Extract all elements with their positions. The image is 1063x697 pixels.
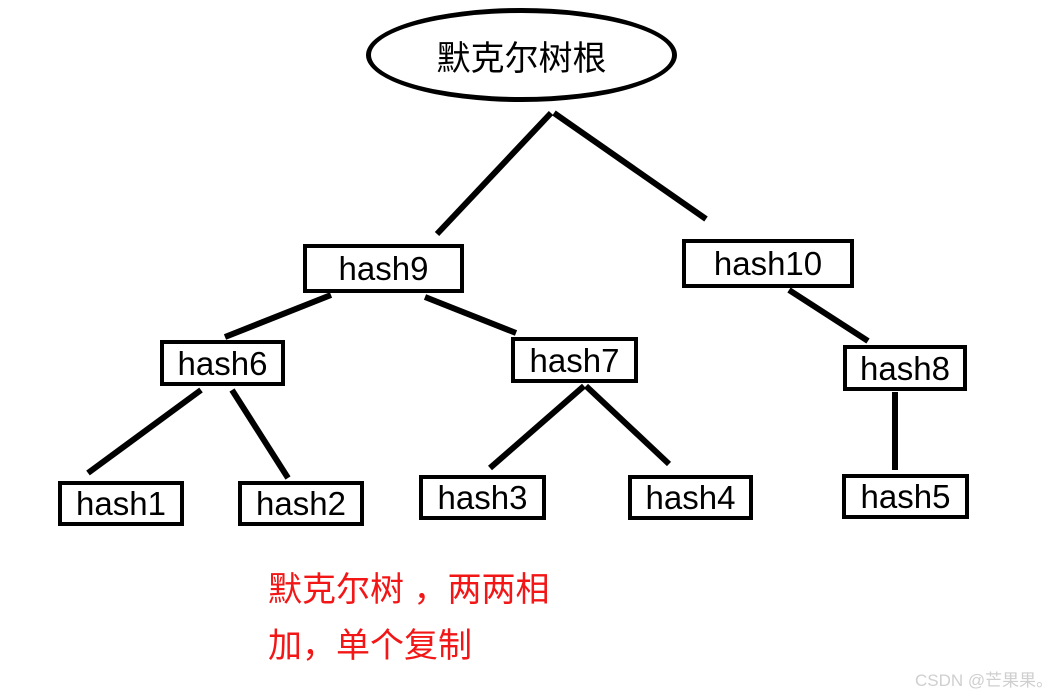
caption-line-2: 加，单个复制 xyxy=(268,627,472,665)
caption-line-1: 默克尔树 ，两两相 xyxy=(268,571,550,609)
edge-hash9-to-hash7 xyxy=(423,294,518,336)
node-hash4-label: hash4 xyxy=(645,479,736,516)
node-hash2: hash2 xyxy=(238,481,364,526)
node-hash1: hash1 xyxy=(58,481,184,526)
node-hash2-label: hash2 xyxy=(256,485,346,522)
watermark: CSDN @芒果果。 xyxy=(915,671,1054,690)
node-hash9: hash9 xyxy=(303,244,464,293)
node-hash4: hash4 xyxy=(628,475,753,520)
node-hash3: hash3 xyxy=(419,475,546,520)
caption-text: 默克尔树 ，两两相加，单个复制 xyxy=(268,562,549,674)
edge-hash10-to-hash8 xyxy=(787,287,870,344)
edge-hash6-to-hash1 xyxy=(86,387,203,476)
node-hash8: hash8 xyxy=(843,345,967,391)
node-hash3-label: hash3 xyxy=(437,479,528,516)
node-hash5-label: hash5 xyxy=(860,478,951,515)
node-hash10: hash10 xyxy=(682,239,854,288)
edge-hash7-to-hash4 xyxy=(583,383,672,467)
node-hash10-label: hash10 xyxy=(713,245,823,282)
node-merkle-root-label: 默克尔树根 xyxy=(436,39,607,78)
node-hash7: hash7 xyxy=(511,337,638,383)
edge-hash9-to-hash6 xyxy=(223,292,333,340)
node-hash6: hash6 xyxy=(160,340,285,386)
node-hash8-label: hash8 xyxy=(860,349,950,387)
node-hash9-label: hash9 xyxy=(338,250,429,287)
node-merkle-root: 默克尔树根 xyxy=(366,8,677,102)
edge-hash7-to-hash3 xyxy=(488,383,586,471)
edge-merkle-root-to-hash9 xyxy=(434,110,554,237)
node-hash5: hash5 xyxy=(842,474,969,519)
edge-merkle-root-to-hash10 xyxy=(552,110,708,222)
edge-hash6-to-hash2 xyxy=(229,388,291,480)
node-hash7-label: hash7 xyxy=(529,341,620,379)
node-hash1-label: hash1 xyxy=(76,485,166,522)
node-hash6-label: hash6 xyxy=(177,344,268,382)
